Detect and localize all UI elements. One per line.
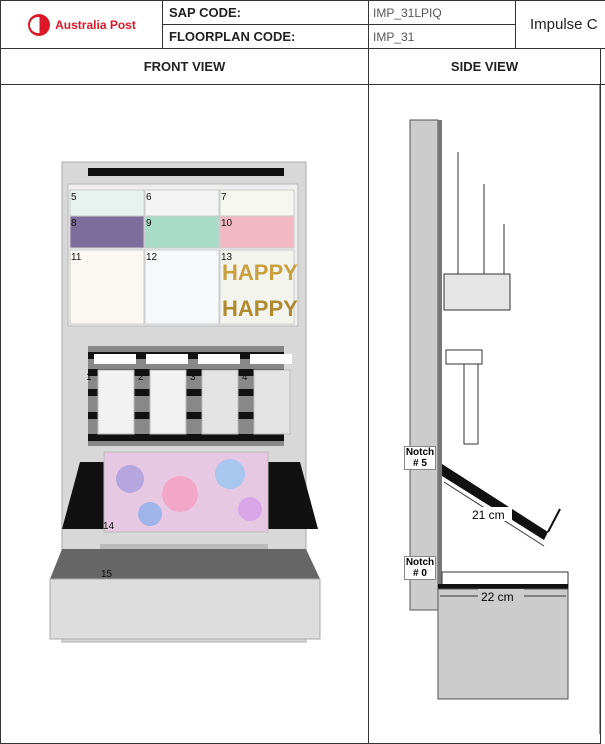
floorplan-code-label: FLOORPLAN CODE: bbox=[162, 24, 369, 49]
base-label: 15 bbox=[101, 569, 113, 580]
front-view-heading: FRONT VIEW bbox=[0, 48, 369, 85]
card-slot bbox=[144, 215, 220, 249]
upright bbox=[409, 119, 439, 611]
base-top bbox=[50, 549, 320, 579]
card-slot bbox=[219, 189, 295, 217]
hook-product bbox=[97, 369, 135, 435]
hook-product bbox=[463, 363, 479, 445]
dim-bg bbox=[470, 507, 512, 521]
notch-0-text: Notch # 0 bbox=[405, 557, 435, 579]
base-cabinet bbox=[49, 578, 321, 640]
base-cabinet bbox=[437, 588, 569, 700]
card-number: 6 bbox=[146, 192, 152, 203]
base-shelf-bar bbox=[438, 584, 568, 589]
card-number: 9 bbox=[146, 218, 152, 229]
document-title: Impulse C bbox=[515, 0, 605, 49]
hook-product bbox=[201, 369, 239, 435]
hook-bracket bbox=[445, 349, 483, 365]
dim-bg bbox=[478, 589, 524, 603]
angled-tray bbox=[442, 464, 548, 540]
hook-product bbox=[149, 369, 187, 435]
card-shelf-profile bbox=[457, 152, 508, 275]
side-view-heading: SIDE VIEW bbox=[368, 48, 601, 85]
base-depth-label: 22 cm bbox=[481, 590, 514, 604]
card-slot bbox=[69, 215, 145, 249]
hook-number: 4 bbox=[242, 372, 248, 383]
card-number: 5 bbox=[71, 192, 77, 203]
card-number: 12 bbox=[146, 252, 158, 263]
card-13-art: HAPPY bbox=[222, 296, 298, 321]
notch-5-label: Notch # 5 bbox=[404, 446, 436, 470]
header-bar bbox=[88, 168, 284, 176]
hook-number: 1 bbox=[86, 372, 92, 383]
card-13-art: HAPPY bbox=[222, 260, 298, 285]
card-slot bbox=[219, 249, 295, 325]
upright-edge bbox=[438, 120, 442, 610]
card-slot bbox=[69, 189, 145, 217]
wrap-label: 14 bbox=[103, 521, 115, 532]
australia-post-logo-icon bbox=[28, 13, 51, 36]
card-number: 13 bbox=[221, 252, 233, 263]
logo-cell: Australia Post bbox=[0, 0, 163, 49]
tray-lip bbox=[547, 508, 561, 533]
hook-number: 3 bbox=[190, 372, 196, 383]
hook-number: 2 bbox=[138, 372, 144, 383]
card-slot bbox=[144, 189, 220, 217]
card-number: 10 bbox=[221, 218, 233, 229]
hook-tag bbox=[198, 354, 240, 364]
sap-code-label: SAP CODE: bbox=[162, 0, 369, 25]
card-number: 7 bbox=[221, 192, 227, 203]
angled-depth-label: 21 cm bbox=[472, 508, 505, 522]
sap-code-value: IMP_31LPIQ bbox=[368, 0, 516, 25]
card-slot bbox=[144, 249, 220, 325]
notch-0-label: Notch # 0 bbox=[404, 556, 436, 580]
notch-5-text: Notch # 5 bbox=[405, 447, 435, 469]
hook-product bbox=[253, 369, 291, 435]
card-number: 8 bbox=[71, 218, 77, 229]
extra-heading-cell bbox=[600, 48, 605, 85]
slat bbox=[88, 434, 284, 441]
logo-text: Australia Post bbox=[55, 17, 136, 32]
side-view-drawing: 21 cm 22 cm bbox=[409, 84, 601, 734]
floorplan-code-value: IMP_31 bbox=[368, 24, 516, 49]
card-slot bbox=[69, 249, 145, 325]
hook-tag bbox=[94, 354, 136, 364]
hook-tag bbox=[250, 354, 292, 364]
card-shelf-base bbox=[443, 273, 511, 311]
card-slot bbox=[219, 215, 295, 249]
card-number: 11 bbox=[71, 252, 82, 263]
hook-tag bbox=[146, 354, 188, 364]
